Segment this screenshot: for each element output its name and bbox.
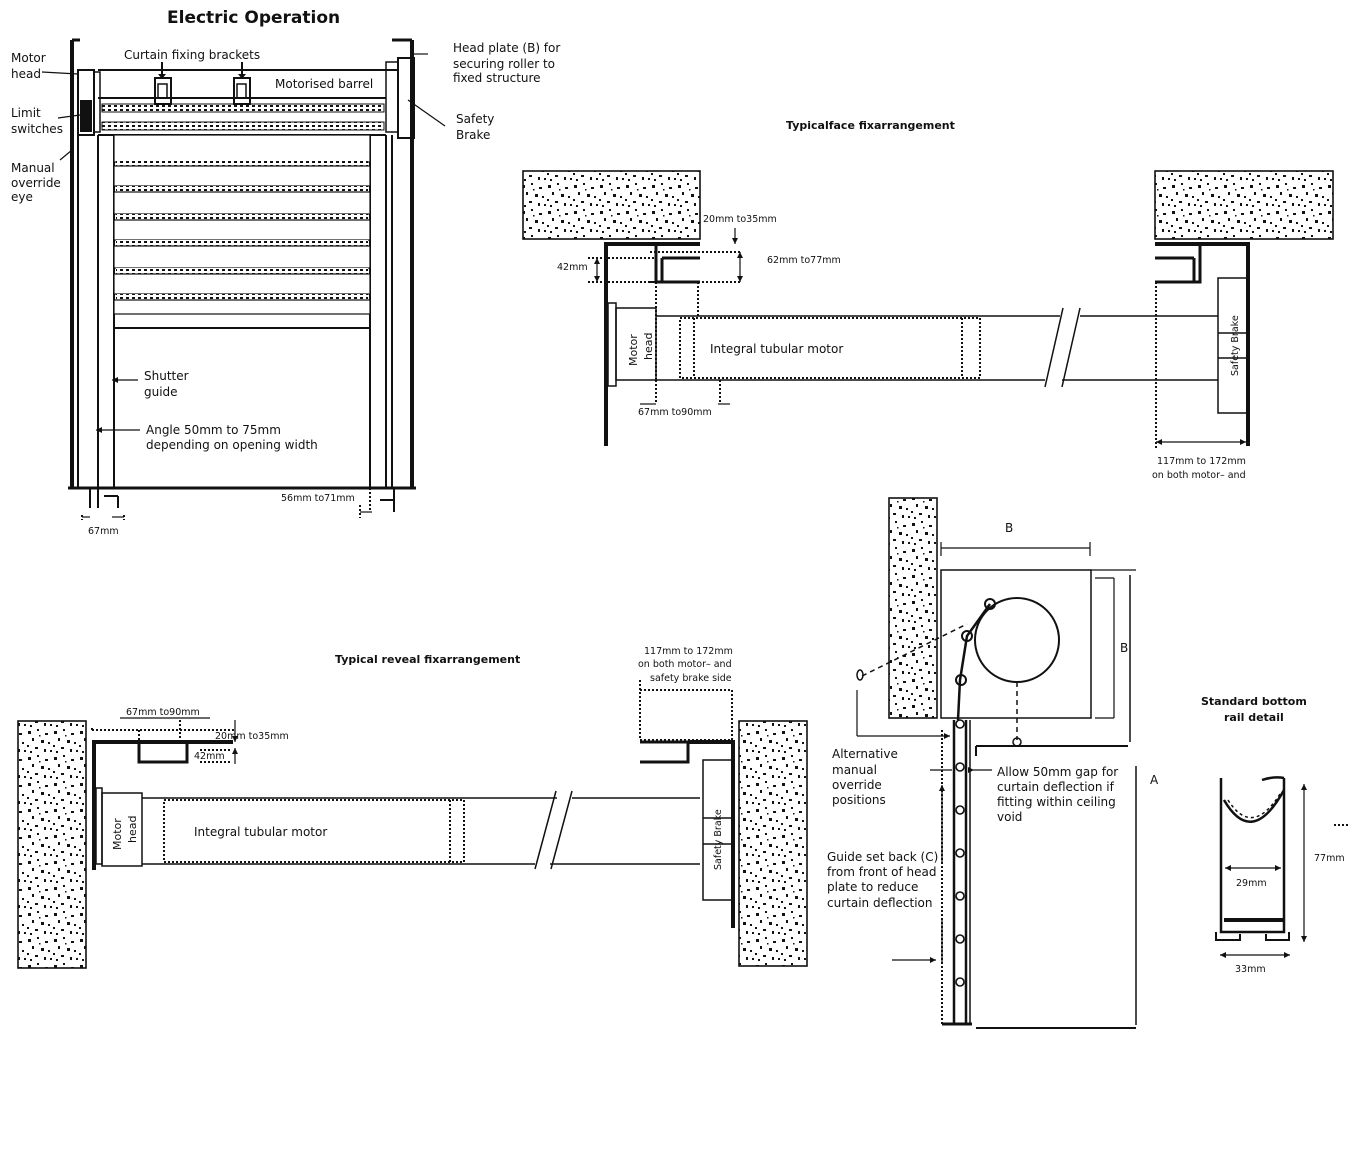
curtain-fixing-bracket-left [154, 62, 172, 105]
face-dim-117-172-line2: on both motor– and [1152, 470, 1246, 481]
section-dim-B-top: B [1005, 521, 1013, 535]
concrete-ceiling-wall [888, 497, 938, 719]
alt-override-label-line4: positions [832, 793, 886, 807]
shutter-guide-label-line1: Shutter [144, 369, 189, 383]
face-fix-title: Typicalface fixarrangement [786, 119, 955, 132]
motor-head-label-line2: head [11, 67, 41, 81]
angle-label-line2: depending on opening width [146, 438, 318, 452]
allow-gap-label-line4: void [997, 810, 1022, 824]
limit-switches-label-line1: Limit [11, 106, 41, 120]
reveal-fix-title: Typical reveal fixarrangement [335, 653, 520, 666]
bottom-rail-detail-view: Standard bottom rail detail 77mm 29mm 33… [1201, 695, 1350, 975]
guide-setback-label-line2: from front of head [827, 865, 936, 879]
reveal-dim-117-172-line1: 117mm to 172mm [644, 646, 733, 657]
motor-head-label-line1: Motor [11, 51, 46, 65]
reveal-dim-20-35: 20mm to35mm [215, 731, 289, 742]
electric-operation-title: Electric Operation [167, 8, 340, 28]
face-integral-motor-label: Integral tubular motor [710, 342, 843, 356]
section-dim-A: A [1150, 773, 1159, 787]
concrete-wall-right [738, 720, 808, 967]
reveal-dim-42: 42mm [194, 751, 225, 762]
alt-override-label-line3: override [832, 778, 882, 792]
limit-switches-label-line2: switches [11, 122, 63, 136]
concrete-block-left [522, 170, 701, 240]
dim-56-71-label: 56mm to71mm [281, 493, 355, 504]
section-dim-B-side: B [1120, 641, 1128, 655]
reveal-dim-117-172-line3: safety brake side [650, 673, 732, 684]
manual-override-label-line3: eye [11, 190, 33, 204]
safety-brake-label-line1: Safety [456, 112, 494, 126]
reveal-safety-brake-label: Safety Brake [713, 809, 724, 870]
guide-setback-label-line3: plate to reduce [827, 880, 918, 894]
reveal-dim-67-90: 67mm to90mm [126, 707, 200, 718]
curtain-slats [113, 134, 371, 329]
manual-override-label-line2: override [11, 176, 61, 190]
face-dim-117-172-line1: 117mm to 172mm [1157, 456, 1246, 467]
bottom-rail-title-line2: rail detail [1224, 711, 1284, 724]
allow-gap-label-line1: Allow 50mm gap for [997, 765, 1118, 779]
concrete-block-right [1154, 170, 1334, 240]
face-dim-20-35: 20mm to35mm [703, 214, 777, 225]
alt-override-label-line1: Alternative [832, 747, 898, 761]
face-safety-brake-label: Safety Brake [1230, 315, 1241, 376]
reveal-integral-motor-label: Integral tubular motor [194, 825, 327, 839]
reveal-motor-head-line1: Motor [111, 818, 124, 850]
curtain-brackets-label: Curtain fixing brackets [124, 48, 260, 62]
face-motor-head-line1: Motor [627, 334, 640, 366]
dim-33-label: 33mm [1235, 964, 1266, 975]
head-plate-label-line3: fixed structure [453, 71, 541, 85]
manual-override-label-line1: Manual [11, 161, 55, 175]
motorised-barrel-label: Motorised barrel [275, 77, 373, 91]
dim-67-label: 67mm [88, 526, 119, 537]
face-fix-arrangement-view: Typicalface fixarrangement [522, 119, 1334, 481]
dim-77-label: 77mm [1314, 853, 1345, 864]
safety-brake-label-line2: Brake [456, 128, 490, 142]
face-motor-head-line2: head [642, 333, 655, 360]
face-dim-67-90: 67mm to90mm [638, 407, 712, 418]
alt-override-label-line2: manual [832, 763, 877, 777]
guide-setback-label-line1: Guide set back (C) [827, 850, 938, 864]
reveal-fix-arrangement-view: Typical reveal fixarrangement [17, 646, 808, 969]
head-plate-label-line2: securing roller to [453, 57, 555, 71]
reveal-motor-head-line2: head [126, 816, 139, 843]
face-dim-62-77: 62mm to77mm [767, 255, 841, 266]
face-dim-42: 42mm [557, 262, 588, 273]
curtain-fixing-bracket-right [233, 62, 251, 105]
reveal-dim-117-172-line2: on both motor– and [638, 659, 732, 670]
angle-label-line1: Angle 50mm to 75mm [146, 423, 281, 437]
allow-gap-label-line2: curtain deflection if [997, 780, 1115, 794]
side-section-view: B B A Alternative manual override positi… [827, 497, 1159, 1029]
allow-gap-label-line3: fitting within ceiling [997, 795, 1116, 809]
concrete-wall-left [17, 720, 87, 969]
guide-setback-label-line4: curtain deflection [827, 896, 932, 910]
shutter-guide-label-line2: guide [144, 385, 178, 399]
head-plate-label-line1: Head plate (B) for [453, 41, 560, 55]
dim-29-label: 29mm [1236, 878, 1267, 889]
bottom-rail-title-line1: Standard bottom [1201, 695, 1307, 708]
electric-operation-view: Electric Operation [11, 8, 560, 537]
